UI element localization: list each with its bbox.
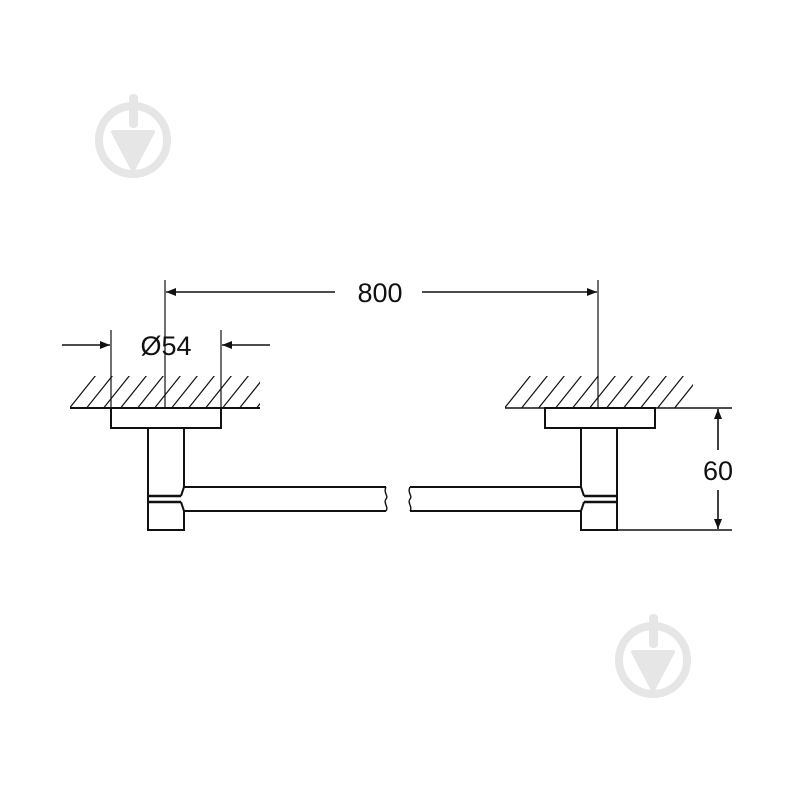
depth-label: 60 [703,456,733,486]
left-bracket [110,407,222,531]
length-dimension [164,280,599,408]
towel-bar [184,486,581,512]
watermark-logo-top-left [95,94,171,178]
right-bracket [544,407,732,531]
length-label: 800 [357,278,402,308]
watermark-logo-bottom-right [615,614,691,698]
left-wall-hatch [70,376,260,409]
diameter-label: Ø54 [140,331,191,361]
right-wall-hatch [505,376,732,409]
